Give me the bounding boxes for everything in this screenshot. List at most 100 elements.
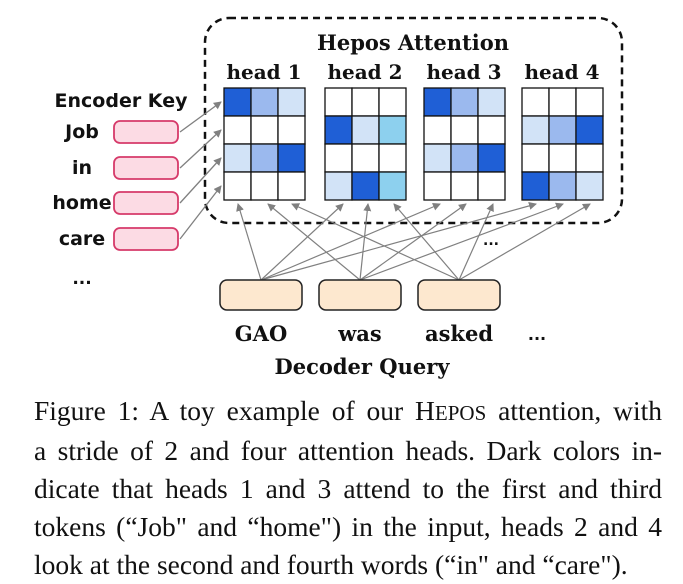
grid-cell <box>521 143 550 173</box>
grid-cell <box>423 115 452 145</box>
caption-line-4: tokens (“Job" and “home") in the input, … <box>34 511 662 542</box>
decoder-query-box <box>318 279 402 311</box>
encoder-key-box <box>113 120 179 144</box>
grid-cell <box>250 87 279 117</box>
grid-cell <box>277 115 306 145</box>
grid-cell <box>250 143 279 173</box>
caption-line-3: dicate that heads 1 and 3 attend to the … <box>34 473 662 504</box>
arrows-layer <box>179 101 591 281</box>
caption-line-1: Figure 1: A toy example of our HEPOS att… <box>34 392 662 432</box>
grid-cell <box>575 171 604 201</box>
grid-cell <box>423 87 452 117</box>
head-label-4: head 4 <box>524 60 599 84</box>
grid-cell <box>477 87 506 117</box>
encoder-arrow <box>179 185 222 240</box>
attention-grid-4 <box>521 87 604 201</box>
grid-cell <box>477 115 506 145</box>
decoder-query-box <box>417 279 501 311</box>
grid-cell <box>575 87 604 117</box>
head-label-2: head 2 <box>327 60 402 84</box>
encoder-token-job: Job <box>63 121 99 143</box>
grid-cell <box>548 143 577 173</box>
attention-grid-1 <box>223 87 306 201</box>
grid-cell <box>250 115 279 145</box>
grid-cell <box>378 171 407 201</box>
caption-line-1-end: attention, with <box>486 395 662 426</box>
decoder-query-box <box>219 279 303 311</box>
query-arrow <box>260 203 344 281</box>
query-arrow <box>393 203 460 281</box>
grid-cell <box>223 171 252 201</box>
grid-cell <box>351 143 380 173</box>
grid-cell <box>548 171 577 201</box>
query-arrow <box>359 202 564 281</box>
grid-cell <box>450 115 479 145</box>
query-arrow <box>236 203 262 281</box>
grid-cell <box>521 115 550 145</box>
query-arrow <box>359 203 372 281</box>
encoder-key-box <box>113 156 179 180</box>
encoder-token-in: in <box>72 157 92 179</box>
grid-cell <box>324 115 353 145</box>
head-label-1: head 1 <box>226 60 301 84</box>
grid-cell <box>277 143 306 173</box>
encoder-key-label: Encoder Key <box>55 90 189 112</box>
grid-cell <box>548 87 577 117</box>
query-arrow <box>458 203 494 281</box>
query-arrow <box>260 202 537 281</box>
grid-cell <box>575 143 604 173</box>
encoder-key-box <box>113 191 179 215</box>
caption-smallcaps: EPOS <box>434 401 487 425</box>
grid-cell <box>223 115 252 145</box>
query-arrow <box>458 203 591 281</box>
grid-cell <box>277 171 306 201</box>
grid-cell <box>324 171 353 201</box>
query-arrow <box>260 203 441 281</box>
encoder-ellipsis: ... <box>72 269 91 289</box>
grid-cell <box>378 115 407 145</box>
grid-cell <box>548 115 577 145</box>
hepos-diagram: Hepos Attention head 1 head 2 head 3 head 4… <box>52 16 624 379</box>
grid-cell <box>521 87 550 117</box>
encoder-key-box <box>113 227 179 251</box>
grid-cell <box>223 87 252 117</box>
hepos-title: Hepos Attention <box>317 30 509 55</box>
query-arrow <box>267 203 361 281</box>
grid-cell <box>575 115 604 145</box>
grid-cell <box>477 143 506 173</box>
decoder-query-label: Decoder Query <box>275 354 451 379</box>
grid-cell <box>450 171 479 201</box>
caption-line-1-start: Figure 1: A toy example of our H <box>34 395 435 426</box>
grid-cell <box>277 87 306 117</box>
attention-grid-3 <box>423 87 506 201</box>
hepos-container <box>203 16 624 225</box>
grid-cell <box>450 143 479 173</box>
query-arrow <box>291 203 460 281</box>
encoder-arrow <box>179 129 222 169</box>
encoder-arrow <box>179 157 222 204</box>
head-label-3: head 3 <box>426 60 501 84</box>
grid-cell <box>351 87 380 117</box>
grid-cell <box>423 171 452 201</box>
encoder-token-home: home <box>52 192 111 214</box>
grid-cell <box>423 143 452 173</box>
decoder-token-was: was <box>337 321 382 346</box>
grid-cell <box>351 171 380 201</box>
heads-layer: head 1 head 2 head 3 head 4 <box>223 60 604 201</box>
query-arrow <box>359 203 467 281</box>
decoder-ellipsis: ... <box>528 325 546 344</box>
grid-cell <box>324 87 353 117</box>
decoder-token-asked: asked <box>425 321 493 346</box>
grid-cell <box>521 171 550 201</box>
figure-caption: Figure 1: A toy example of our HEPOS att… <box>34 392 662 584</box>
encoder-token-care: care <box>59 228 105 250</box>
diagram-canvas: Hepos Attention head 1 head 2 head 3 head 4… <box>52 16 624 379</box>
grid-cell <box>223 143 252 173</box>
grid-cell <box>324 143 353 173</box>
grid-cell <box>450 87 479 117</box>
grid-cell <box>351 115 380 145</box>
caption-line-5: look at the second and fourth words (“in… <box>34 549 628 580</box>
grid-cell <box>378 143 407 173</box>
attention-grid-2 <box>324 87 407 201</box>
